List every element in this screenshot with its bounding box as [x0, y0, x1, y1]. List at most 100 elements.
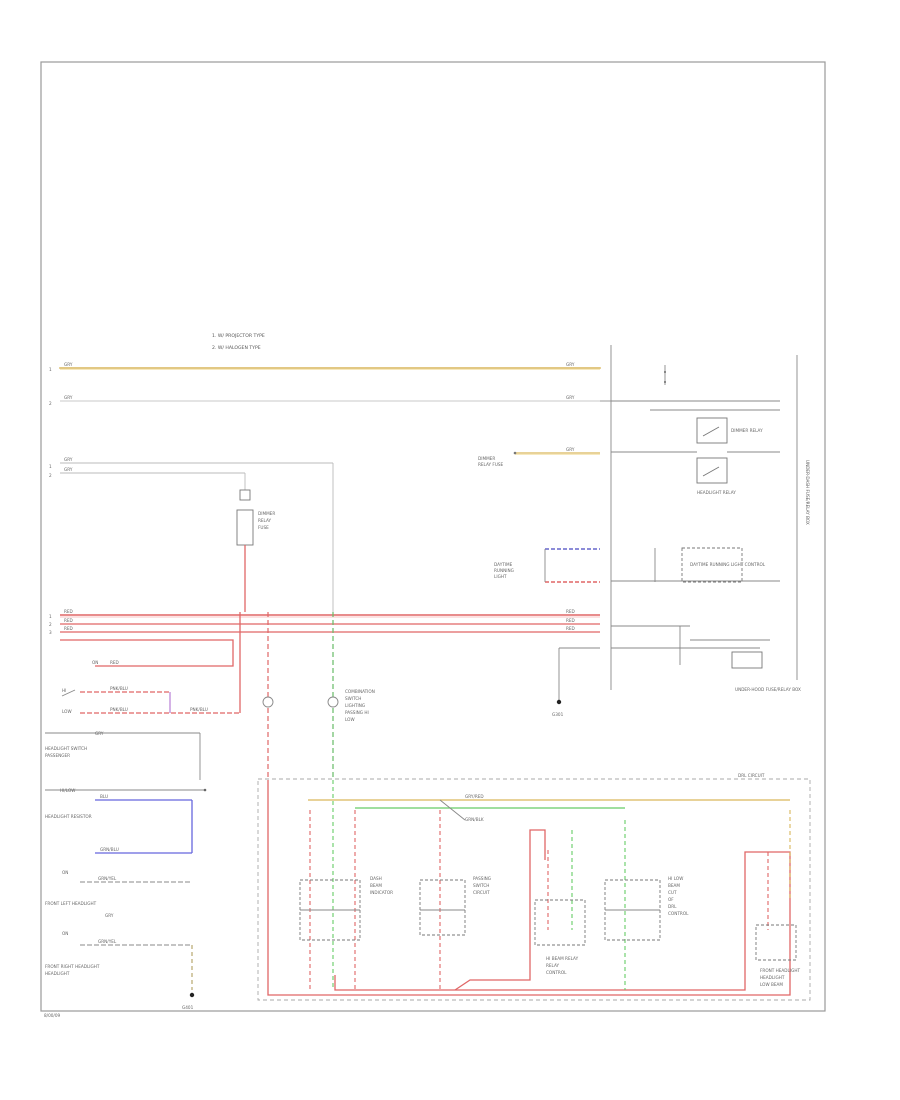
red-horizontal-wires: 1 2 3 RED RED RED RED RED RED: [49, 609, 600, 635]
svg-text:LOW: LOW: [345, 717, 355, 722]
svg-text:PASSING HI: PASSING HI: [345, 710, 369, 715]
svg-text:PASSENGER: PASSENGER: [45, 753, 70, 758]
svg-text:FUSE: FUSE: [258, 525, 269, 530]
svg-text:2: 2: [49, 473, 52, 478]
svg-text:BEAM: BEAM: [370, 883, 382, 888]
wire-label-top-2: GRY: [64, 395, 73, 400]
diagram-border: [40, 61, 826, 1012]
left-grey-wires: 1 2 GRY GRY: [49, 457, 334, 615]
wire-label-red-3: RED: [64, 626, 73, 631]
svg-text:GRY: GRY: [105, 913, 114, 918]
wire-label-grnyel-2: GRN/YEL: [98, 939, 117, 944]
svg-text:RUNNING: RUNNING: [494, 568, 514, 573]
svg-text:2: 2: [49, 622, 52, 627]
svg-text:GRY: GRY: [566, 395, 575, 400]
footer-code: 8/00/09: [44, 1013, 60, 1018]
svg-text:GRN/BLK: GRN/BLK: [465, 817, 484, 822]
svg-text:CONTROL: CONTROL: [546, 970, 567, 975]
label-dimmer-relay: DIMMER RELAY: [731, 428, 763, 433]
svg-text:GRY: GRY: [566, 362, 575, 367]
svg-text:PASSING: PASSING: [473, 876, 491, 881]
combination-switch-wires: COMBINATION SWITCH LIGHTING PASSING HI L…: [262, 612, 375, 780]
label-headlight-resistor: HEADLIGHT RESISTOR: [45, 814, 92, 819]
ground-mid: G301: [552, 647, 600, 717]
svg-text:HEADLIGHT: HEADLIGHT: [45, 971, 70, 976]
label-ground-mid: G301: [552, 712, 564, 717]
svg-text:LIGHT: LIGHT: [494, 574, 507, 579]
label-bottom-a: DASH: [370, 876, 382, 881]
svg-text:GRY/RED: GRY/RED: [465, 794, 484, 799]
svg-text:RELAY: RELAY: [258, 518, 272, 523]
left-red-loop: RED ON: [60, 639, 234, 667]
wire-label-blu: BLU: [100, 794, 108, 799]
svg-text:RED: RED: [566, 618, 575, 623]
svg-text:1: 1: [49, 614, 52, 619]
svg-text:GRY: GRY: [95, 731, 104, 736]
wire-label-pk3: PNK/BLU: [190, 707, 208, 712]
wire-label-grnblu: GRN/BLU: [100, 847, 119, 852]
svg-text:DIMMER: DIMMER: [478, 456, 495, 461]
wire-label-red-4: RED: [110, 660, 119, 665]
svg-text:INDICATOR: INDICATOR: [370, 890, 393, 895]
svg-text:HI LOW: HI LOW: [668, 876, 683, 881]
svg-text:2: 2: [49, 401, 52, 406]
wire-label-pk1: PNK/BLU: [110, 686, 128, 691]
svg-text:LIGHTING: LIGHTING: [345, 703, 365, 708]
headlight-switch-row: HI LOW PNK/BLU PNK/BLU PNK/BLU: [61, 612, 241, 714]
wire-label-pk2: PNK/BLU: [110, 707, 128, 712]
svg-text:ON: ON: [62, 931, 68, 936]
svg-text:RELAY FUSE: RELAY FUSE: [478, 462, 504, 467]
svg-text:ON: ON: [62, 870, 68, 875]
svg-text:ON: ON: [92, 660, 98, 665]
svg-text:1: 1: [49, 367, 52, 372]
wire-label-grnyel-1: GRN/YEL: [98, 876, 117, 881]
left-middle-block: HEADLIGHT SWITCH PASSENGER GRY BLU HI/LO…: [45, 731, 207, 1010]
dimmer-fuse-vertical: DIMMER RELAY FUSE: [236, 489, 275, 612]
label-headlight-relay: HEADLIGHT RELAY: [697, 490, 736, 495]
wire-label-left-b: GRY: [64, 467, 73, 472]
wire-label-top-1: GRY: [64, 362, 73, 367]
note-2: 2. W/ HALOGEN TYPE: [212, 345, 261, 351]
svg-text:CONTROL: CONTROL: [668, 911, 689, 916]
label-drl-control: DAYTIME RUNNING LIGHT CONTROL: [690, 562, 766, 567]
svg-text:CIRCUIT: CIRCUIT: [473, 890, 490, 895]
svg-text:BEAM: BEAM: [668, 883, 680, 888]
svg-text:DRL: DRL: [668, 904, 677, 909]
right-components: DIMMER RELAY HEADLIGHT RELAY DAYTIME RUN…: [611, 365, 810, 692]
svg-text:3: 3: [49, 630, 52, 635]
label-fuse-box: UNDER-HOOD FUSE/RELAY BOX: [735, 687, 801, 692]
svg-text:SWITCH: SWITCH: [473, 883, 489, 888]
wire-label-left-a: GRY: [64, 457, 73, 462]
svg-text:SWITCH: SWITCH: [345, 696, 361, 701]
label-left-unit2: FRONT RIGHT HEADLIGHT: [45, 964, 100, 969]
bottom-circuit: DRL CIRCUIT GRY/RED GRN/BLK DASH BEAM IN…: [257, 773, 811, 1001]
wire-label-red-1: RED: [64, 609, 73, 614]
svg-text:DAYTIME: DAYTIME: [494, 562, 513, 567]
fuse-feed-group: DIMMER RELAY FUSE GRY: [478, 447, 600, 467]
svg-text:HI/LOW: HI/LOW: [60, 788, 75, 793]
svg-text:CUT: CUT: [668, 890, 677, 895]
svg-text:1: 1: [49, 464, 52, 469]
svg-text:DIMMER: DIMMER: [258, 511, 275, 516]
label-side-box: UNDER-DASH FUSE/RELAY BOX: [805, 460, 810, 525]
svg-text:OF: OF: [668, 897, 674, 902]
svg-text:LOW BEAM: LOW BEAM: [760, 982, 783, 987]
svg-text:COMBINATION: COMBINATION: [345, 689, 375, 694]
label-left-unit1: FRONT LEFT HEADLIGHT: [45, 901, 97, 906]
svg-text:RED: RED: [566, 609, 575, 614]
svg-text:HI: HI: [62, 688, 66, 693]
label-bottom-d: HI BEAM RELAY: [546, 956, 579, 961]
svg-text:RELAY: RELAY: [546, 963, 560, 968]
svg-text:LOW: LOW: [62, 709, 72, 714]
svg-text:GRY: GRY: [566, 447, 575, 452]
svg-text:HEADLIGHT: HEADLIGHT: [760, 975, 785, 980]
svg-text:RED: RED: [566, 626, 575, 631]
label-headlight-switch: HEADLIGHT SWITCH: [45, 746, 87, 751]
label-ground-left: G401: [182, 1005, 194, 1010]
drl-feed-group: DAYTIME RUNNING LIGHT: [494, 548, 600, 583]
label-circuit-box: DRL CIRCUIT: [738, 773, 765, 778]
label-bottom-f: FRONT HEADLIGHT: [760, 968, 800, 973]
note-1: 1. W/ PROJECTOR TYPE: [212, 333, 265, 339]
wire-label-red-2: RED: [64, 618, 73, 623]
